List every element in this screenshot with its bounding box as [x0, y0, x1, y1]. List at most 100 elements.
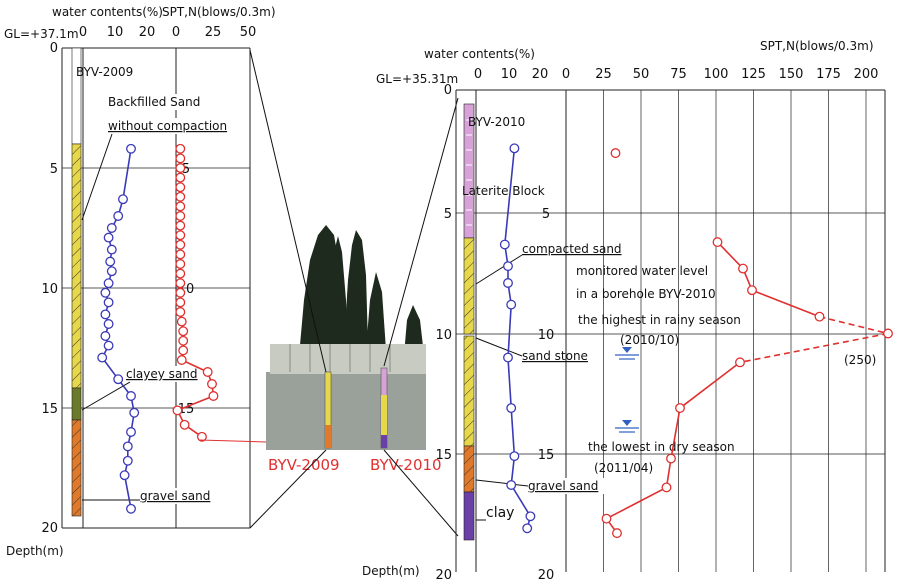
temple-silhouette	[300, 225, 424, 355]
right-spt-gridlines	[603, 90, 867, 572]
right-ann-arrow-compacted	[475, 254, 523, 285]
right-spt-tick: 50	[633, 67, 650, 82]
left-gl-label: GL=+37.1m	[4, 27, 79, 41]
water-level-low-icon	[615, 420, 639, 433]
left-spt-segment	[177, 395, 214, 412]
left-panel: GL=+37.1m water contents(%) SPT,N(blows/…	[4, 5, 276, 558]
right-layer-clay	[463, 491, 475, 541]
left-spt-point	[176, 355, 187, 365]
right-wc-tick-2: 20	[532, 67, 549, 82]
left-wc-tick-1: 10	[107, 25, 124, 40]
right-spt-point	[610, 148, 621, 159]
right-spt-point	[883, 328, 893, 339]
left-spt-point	[175, 297, 186, 308]
left-spt-point	[175, 278, 186, 289]
right-ann-bg-gravel	[526, 478, 604, 494]
left-wc-point	[100, 287, 111, 298]
left-wc-point	[103, 278, 114, 289]
right-wc-point	[506, 480, 517, 490]
left-spt-point	[175, 239, 186, 250]
right-ann-sandstone: sand stone	[522, 349, 588, 363]
right-spt-point	[712, 237, 723, 248]
left-ann-clayey: clayey sand	[126, 367, 198, 381]
right-wc-segment	[510, 408, 516, 457]
left-wc-point	[103, 340, 114, 351]
left-spt-point	[178, 345, 189, 356]
right-ann-compacted: compacted sand	[522, 242, 622, 256]
connector-arrows	[199, 49, 459, 537]
right-spt-segment	[679, 361, 741, 409]
left-spt-point	[172, 405, 183, 416]
left-ann-arrow-backfilled	[81, 133, 113, 221]
left-spt-point	[175, 163, 186, 173]
left-wc-point	[118, 194, 128, 205]
right-wc-segment	[507, 304, 512, 358]
right-wc-tick-0: 0	[474, 67, 482, 82]
right-spt-point	[814, 311, 825, 322]
right-ann-gravel: gravel sand	[528, 479, 598, 493]
left-wc-point	[113, 374, 124, 385]
right-wc-segment	[510, 484, 532, 517]
right-inner-depth-20: 20	[538, 568, 555, 583]
left-wc-point	[106, 244, 117, 255]
right-spt-segment	[751, 289, 820, 318]
left-ann-bg-4	[138, 488, 218, 504]
left-wc-series	[97, 143, 140, 514]
right-depth-tick-10: 10	[435, 328, 452, 343]
right-spt-series	[601, 148, 893, 539]
left-ann-backfilled-2: without compaction	[108, 119, 227, 133]
right-soil-column	[463, 103, 475, 541]
right-spt-tick: 75	[670, 67, 687, 82]
center-illustration: BYV-2009 BYV-2010	[199, 49, 459, 537]
right-layer-compacted-hatch	[464, 238, 474, 334]
left-wc-segment	[122, 148, 132, 200]
right-wc-point	[503, 278, 513, 288]
left-wc-point	[106, 223, 117, 233]
right-spt-point	[661, 482, 672, 493]
left-spt-point	[208, 391, 219, 401]
left-wc-point	[100, 309, 111, 320]
left-wc-point	[119, 470, 130, 481]
left-wc-point	[103, 319, 114, 329]
temple-base	[270, 344, 426, 374]
left-ann-bg-2	[106, 118, 238, 134]
ground	[266, 372, 426, 450]
right-spt-point	[738, 263, 748, 274]
left-spt-point	[196, 431, 207, 442]
left-wc-point	[126, 391, 136, 401]
right-spt-point	[735, 357, 745, 368]
left-wc-header: water contents(%)	[52, 5, 163, 19]
right-spt-tick: 125	[741, 67, 766, 82]
right-wc-tick-1: 10	[501, 67, 518, 82]
left-spt-point	[202, 367, 213, 377]
left-spt-header: SPT,N(blows/0.3m)	[162, 5, 276, 19]
left-ann-bg-3	[124, 366, 202, 382]
left-spt-point	[175, 191, 186, 202]
left-spt-point	[207, 379, 217, 389]
left-spt-tick-0: 0	[172, 25, 180, 40]
right-ann-peak: (250)	[844, 353, 876, 367]
left-spt-tick-1: 25	[205, 25, 222, 40]
right-layer-laterite-dashes	[466, 119, 472, 226]
right-spt-tick: 150	[779, 67, 804, 82]
left-ann-backfilled-1: Backfilled Sand	[108, 95, 200, 109]
left-soil-column	[71, 47, 82, 517]
borehole-2009-gravel	[325, 425, 331, 448]
right-ann-monitored-1: monitored water level	[576, 264, 708, 278]
right-panel: water contents(%) SPT,N(blows/0.3m) GL=+…	[362, 39, 893, 583]
left-ann-arrow-clayey	[81, 381, 131, 411]
left-wc-point	[126, 503, 136, 514]
left-spt-tick-2: 50	[240, 25, 257, 40]
left-wc-point	[105, 256, 116, 267]
left-spt-point	[175, 153, 186, 164]
right-spt-segment	[819, 315, 889, 335]
left-wc-tick-2: 20	[139, 25, 156, 40]
left-spt-point	[178, 326, 189, 337]
left-spt-point	[175, 259, 186, 269]
right-wc-point	[506, 403, 517, 414]
right-spt-point	[747, 285, 757, 296]
left-wc-point	[122, 441, 133, 452]
left-borehole-label: BYV-2009	[76, 65, 133, 79]
right-depth-tick-0: 0	[444, 83, 452, 98]
right-wc-point	[506, 299, 517, 310]
